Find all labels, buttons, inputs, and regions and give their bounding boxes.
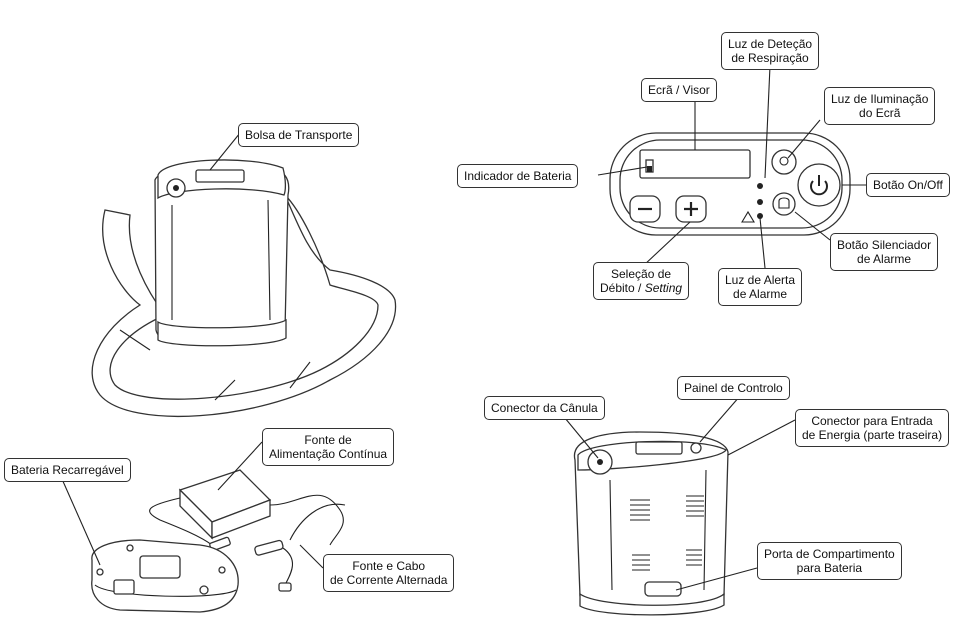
power-supply-illustration — [149, 469, 346, 592]
battery-illustration — [91, 539, 239, 613]
control-panel-illustration — [609, 132, 851, 236]
label-conector-entrada-energia: Conector para Entrada de Energia (parte … — [795, 409, 950, 447]
leader-lines — [57, 65, 866, 591]
label-ecra-visor: Ecrã / Visor — [641, 78, 717, 102]
label-bolsa-transporte: Bolsa de Transporte — [238, 123, 360, 147]
label-luz-detecao-respiracao: Luz de Deteção de Respiração — [721, 32, 820, 70]
label-bateria-recarregavel: Bateria Recarregável — [4, 458, 131, 482]
label-painel-controlo: Painel de Controlo — [677, 376, 790, 400]
label-luz-iluminacao-ecra: Luz de Iluminação do Ecrã — [824, 87, 936, 125]
bell-icon — [772, 192, 796, 216]
label-selecao-debito: Seleção de Débito / Setting — [593, 262, 690, 300]
label-indicador-bateria: Indicador de Bateria — [457, 164, 579, 188]
label-conector-canula: Conector da Cânula — [484, 396, 605, 420]
label-fonte-cabo-corrente: Fonte e Cabo de Corrente Alternada — [323, 554, 455, 592]
label-botao-onoff: Botão On/Off — [866, 173, 950, 197]
concentrator-illustration — [573, 431, 729, 616]
label-botao-silenciador-alarme: Botão Silenciador de Alarme — [830, 233, 939, 271]
label-luz-alerta-alarme: Luz de Alerta de Alarme — [718, 268, 803, 306]
label-porta-compartimento-bateria: Porta de Compartimento para Bateria — [757, 542, 902, 580]
carry-bag-illustration — [91, 159, 397, 418]
warning-icon — [741, 210, 755, 223]
label-fonte-alimentacao-continua: Fonte de Alimentação Contínua — [262, 428, 395, 466]
